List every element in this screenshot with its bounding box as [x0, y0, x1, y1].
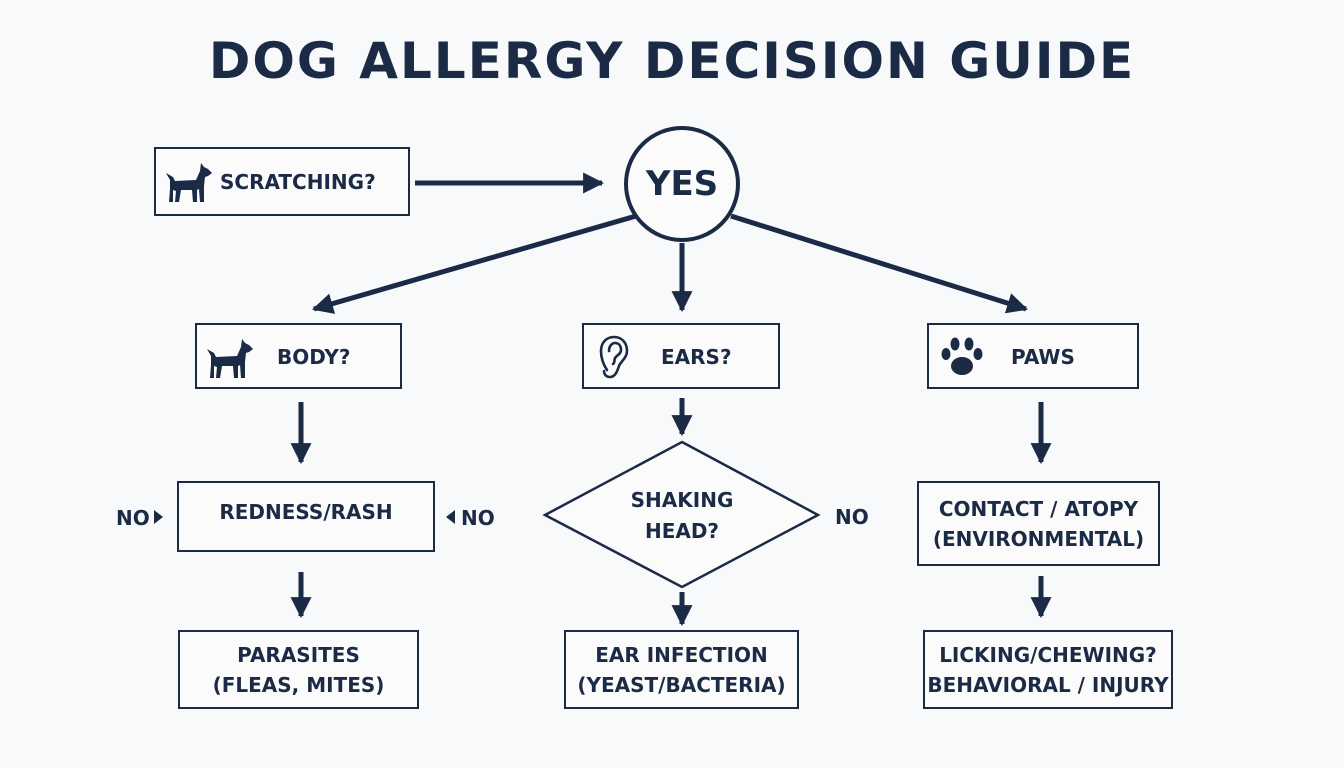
ears-label: EARS? — [661, 345, 732, 369]
shaking-head-line1: SHAKING — [630, 488, 734, 512]
body-box: BODY? — [195, 323, 402, 389]
redness-rash-label: REDNESS/RASH — [219, 499, 393, 524]
redness-rash-box: REDNESS/RASH — [177, 481, 435, 552]
dog-silhouette-icon — [205, 335, 255, 381]
no-label-right: NO — [835, 505, 869, 529]
arrow-yes-to-paws — [730, 213, 1029, 314]
dog-silhouette-icon — [164, 159, 214, 205]
contact-atopy-box: CONTACT / ATOPY (ENVIRONMENTAL) — [917, 481, 1160, 566]
arrow-yes-to-body — [311, 213, 637, 314]
body-label: BODY? — [277, 345, 351, 369]
parasites-line1: PARASITES — [237, 642, 360, 667]
ear-icon — [598, 334, 630, 380]
shaking-head-line2: HEAD? — [644, 519, 720, 543]
scratching-label: SCRATCHING? — [220, 170, 376, 194]
no-label-left: NO — [116, 506, 150, 530]
contact-atopy-line1: CONTACT / ATOPY — [938, 496, 1139, 521]
ear-infection-line2: (YEAST/BACTERIA) — [577, 672, 786, 697]
ear-infection-box: EAR INFECTION (YEAST/BACTERIA) — [564, 630, 799, 709]
licking-chewing-line1: LICKING/CHEWING? — [939, 642, 1157, 667]
paws-label: PAWS — [1011, 345, 1075, 369]
no-label-middle: NO — [461, 506, 495, 530]
ear-infection-line1: EAR INFECTION — [595, 642, 768, 667]
scratching-box: SCRATCHING? — [154, 147, 410, 216]
paws-box: PAWS — [927, 323, 1139, 389]
no-left-pointer — [154, 510, 163, 524]
contact-atopy-line2: (ENVIRONMENTAL) — [932, 526, 1145, 551]
shaking-head-diamond — [542, 440, 821, 589]
shaking-head-text: SHAKING HEAD? — [582, 485, 782, 547]
no-middle-pointer — [446, 510, 455, 524]
yes-circle: YES — [624, 126, 740, 242]
licking-chewing-line2: BEHAVIORAL / INJURY — [927, 672, 1169, 697]
diagram-title: DOG ALLERGY DECISION GUIDE — [208, 32, 1136, 90]
licking-chewing-box: LICKING/CHEWING? BEHAVIORAL / INJURY — [923, 630, 1173, 709]
parasites-box: PARASITES (FLEAS, MITES) — [178, 630, 419, 709]
yes-label: YES — [645, 164, 719, 204]
ears-box: EARS? — [582, 323, 780, 389]
paw-print-icon — [939, 335, 985, 379]
parasites-line2: (FLEAS, MITES) — [212, 672, 385, 697]
